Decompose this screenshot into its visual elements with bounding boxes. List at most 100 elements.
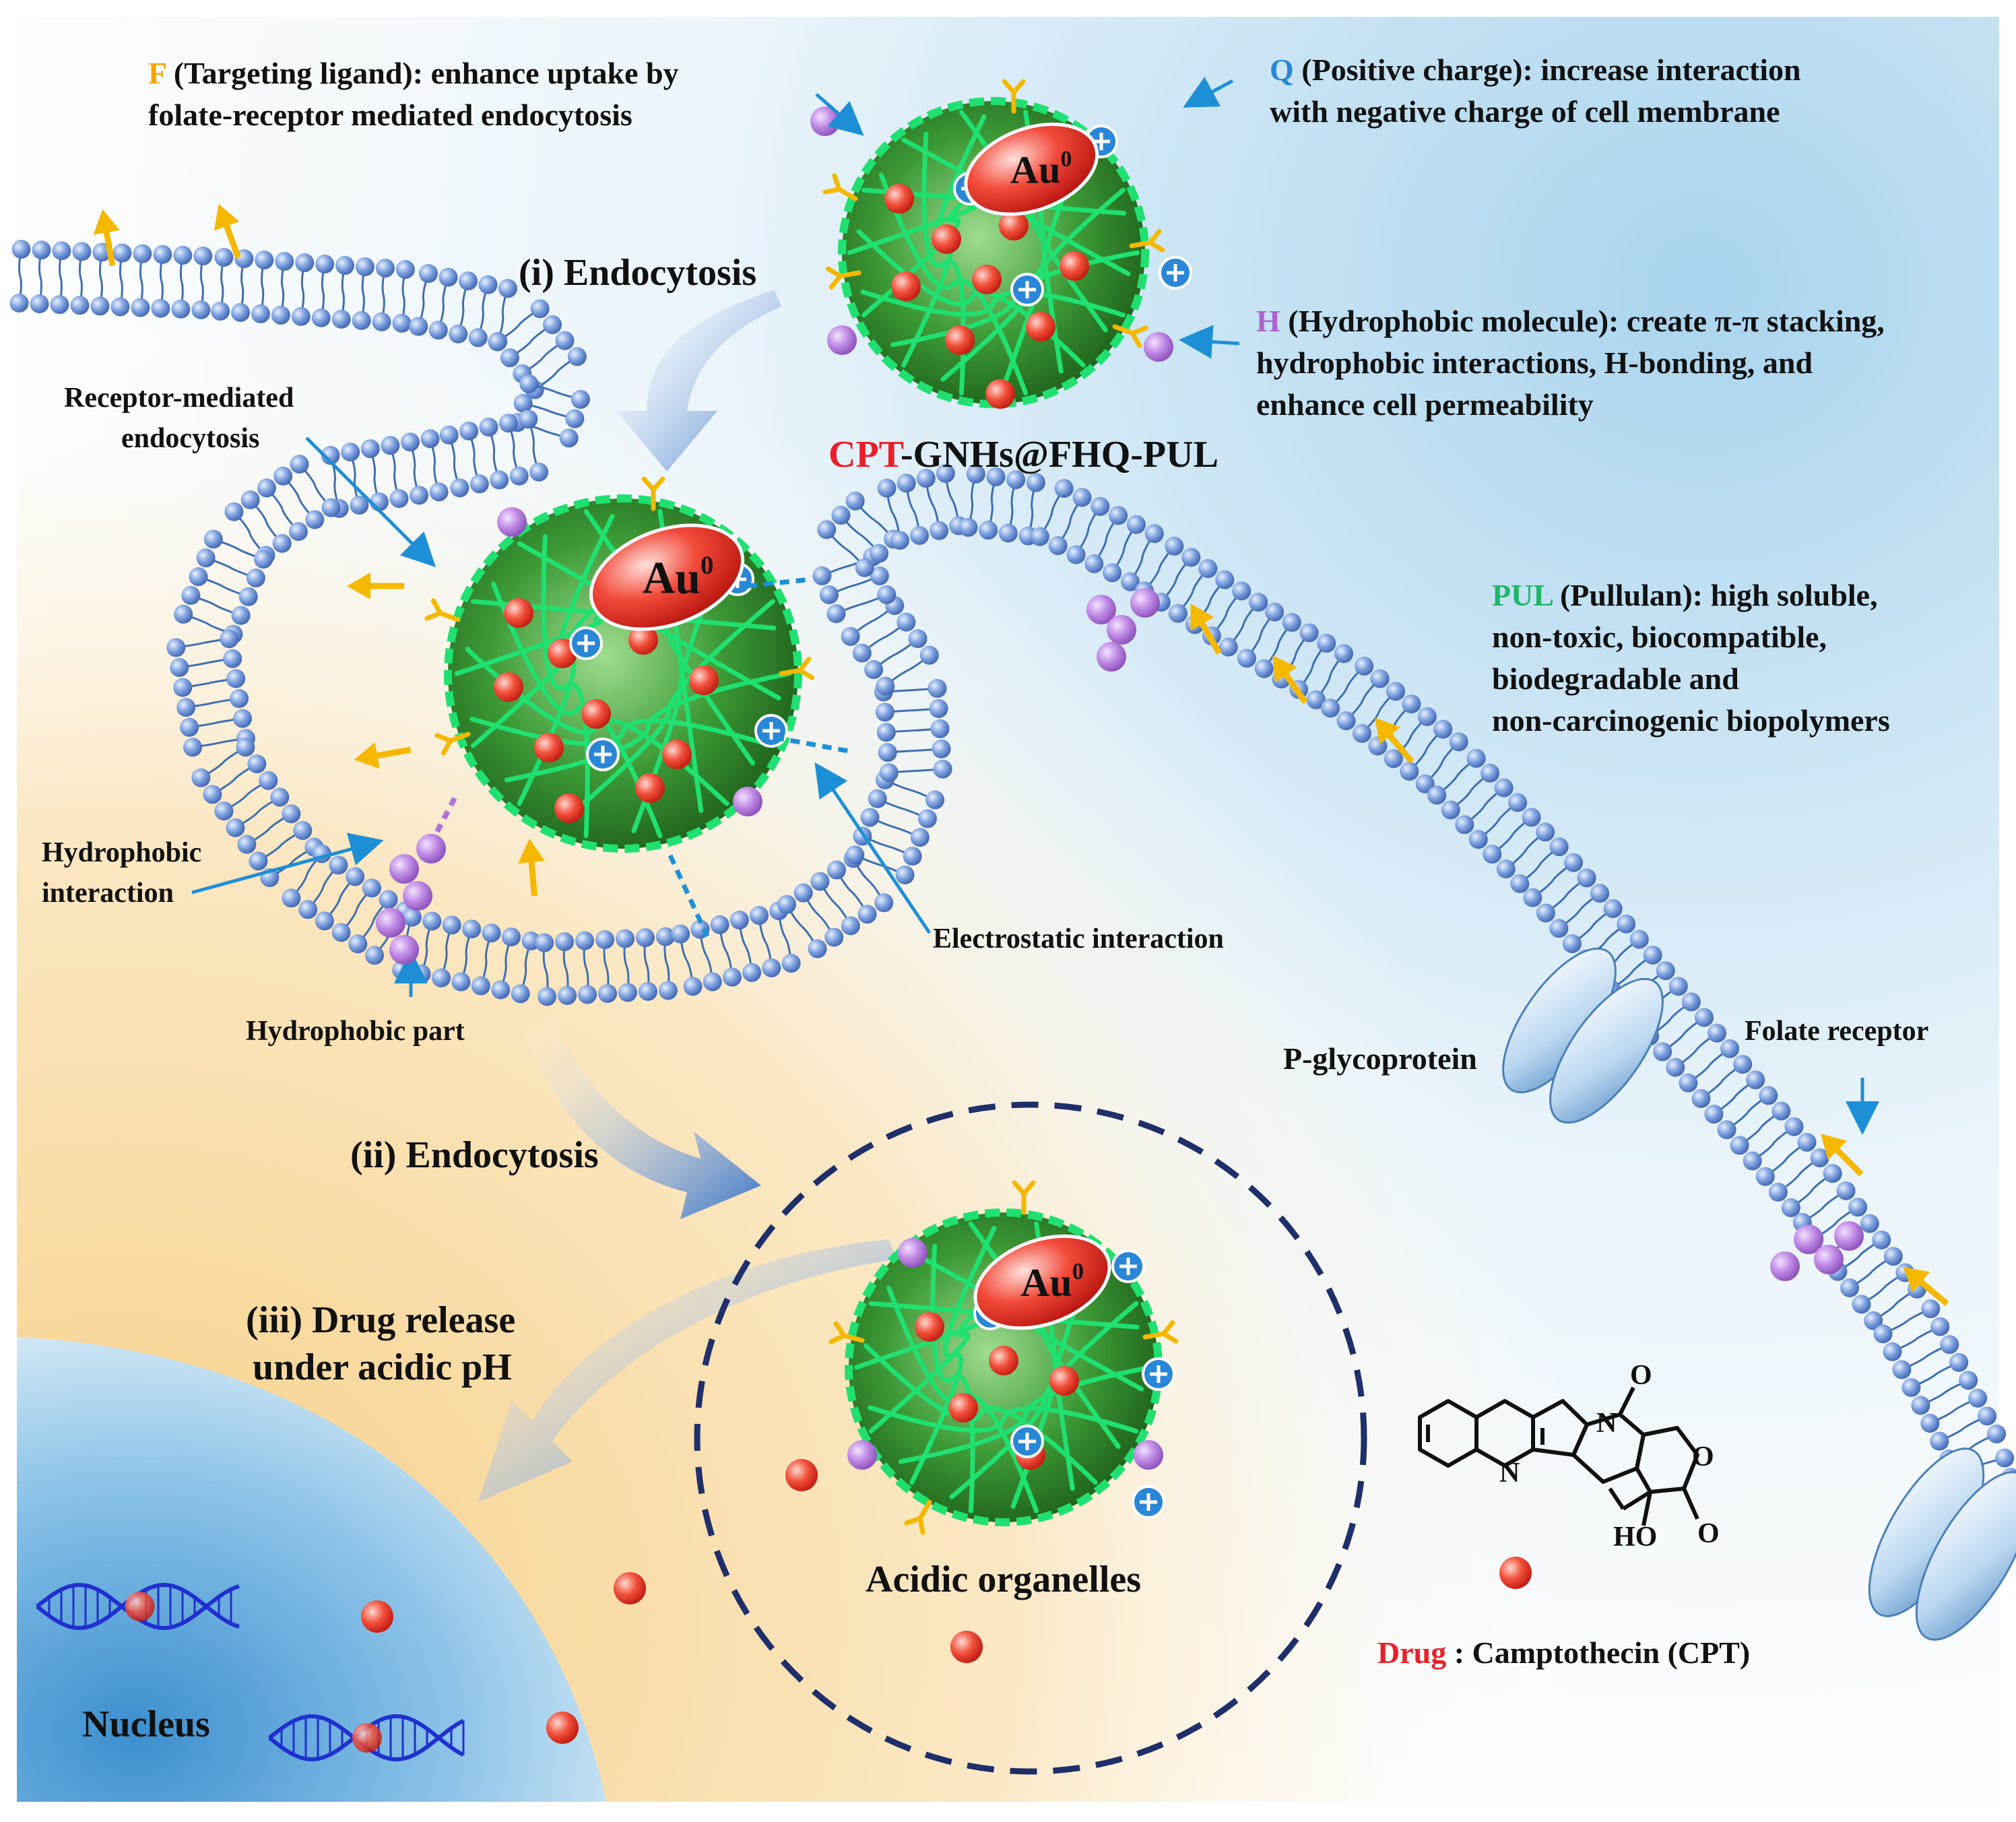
lipid-head (879, 763, 899, 783)
lipid-head (203, 785, 222, 804)
lipid-head (824, 928, 844, 947)
lipid-head (928, 679, 947, 698)
lipid-head (671, 924, 690, 944)
lipid-head (1282, 613, 1301, 632)
lipid-head (240, 490, 260, 510)
lipid-head (498, 414, 518, 433)
lipid-head (1577, 868, 1596, 888)
lipid-head (459, 421, 479, 441)
lipid-head (860, 808, 880, 827)
lipid-head (381, 436, 400, 455)
lipid-head (1694, 1008, 1714, 1027)
lipid-head (1771, 1101, 1791, 1121)
lipid-head (635, 928, 655, 948)
step1-label: (i) Endocytosis (519, 252, 757, 294)
hydrophobic-molecule-icon (389, 935, 419, 965)
hydrophobic-molecule-icon (389, 854, 419, 884)
lipid-head (1249, 593, 1268, 612)
lipid-head (875, 703, 895, 722)
lipid-head (255, 251, 274, 270)
lipid-head (293, 820, 313, 840)
lipid-head (1864, 1311, 1883, 1330)
gold-core-icon (973, 1234, 1111, 1330)
lipid-head (203, 529, 223, 549)
lipid-head (432, 968, 451, 987)
lipid-head (1510, 874, 1530, 893)
drug-molecule-icon (534, 733, 564, 762)
lipid-head (1681, 992, 1701, 1012)
drug-molecule-icon (504, 598, 533, 628)
lipid-head (1836, 1181, 1856, 1200)
lipid-head (1030, 527, 1049, 546)
lipid-head (191, 300, 211, 319)
lipid-head (1987, 1424, 2007, 1443)
lipid-head (478, 275, 498, 294)
lipid-head (458, 271, 478, 291)
lipid-head (1165, 536, 1184, 556)
lipid-head (1704, 1105, 1724, 1124)
lipid-head (282, 804, 301, 824)
lipid-head (490, 470, 509, 490)
lipid-head (529, 462, 549, 482)
lipid-head (468, 328, 488, 348)
folate-receptor-label: Folate receptor (1745, 1016, 1929, 1047)
lipid-head (30, 294, 49, 314)
targeting-ligand-icon (424, 598, 461, 622)
lipid-head (372, 312, 391, 331)
lipid-head (1797, 1132, 1817, 1152)
receptor-mediated-label-line2: endocytosis (121, 423, 260, 454)
lipid-head (362, 878, 381, 898)
gold-core-icon (589, 523, 745, 631)
chem-n-label-2: N (1596, 1408, 1617, 1439)
lipid-head (876, 723, 896, 742)
lipid-head (364, 946, 384, 965)
drug-molecule-icon (891, 271, 921, 301)
lipid-head (812, 566, 832, 585)
lipid-head (315, 911, 334, 931)
lipid-head (275, 252, 294, 271)
lipid-head (683, 977, 703, 996)
lipid-head (1860, 1214, 1879, 1233)
lipid-head (890, 531, 909, 550)
hydrophobic-molecule-icon (1086, 595, 1116, 624)
lipid-head (1768, 1182, 1788, 1202)
lipid-head (246, 568, 265, 588)
lipid-head (1417, 707, 1437, 726)
lipid-head (1668, 977, 1688, 996)
lipid-head (1054, 479, 1074, 498)
lipid-head (933, 759, 952, 779)
lipid-head (174, 604, 193, 624)
lipid-head (855, 558, 874, 577)
lipid-head (451, 972, 471, 991)
folate-receptor-icon (214, 203, 241, 259)
lipid-head (450, 478, 469, 498)
lipid-head (1126, 515, 1146, 534)
drug-molecule-icon (1049, 1366, 1079, 1396)
lipid-head (1781, 1198, 1800, 1218)
lipid-head (173, 245, 193, 265)
lipid-head (1120, 572, 1140, 591)
lipid-head (1384, 749, 1403, 769)
free-drug-molecules (93, 203, 1949, 1744)
lipid-head (538, 987, 557, 1006)
lipid-head (180, 717, 199, 737)
hydrophobic-molecule-icon (827, 325, 857, 355)
lipid-head (1643, 945, 1662, 965)
lipid-head (658, 981, 678, 1000)
lipid-head (1455, 815, 1474, 835)
lipid-head (247, 754, 267, 774)
lipid-head (986, 467, 1006, 486)
lipid-head (1026, 473, 1045, 492)
lipid-head (1522, 808, 1541, 827)
lipid-head (876, 676, 895, 696)
nanoparticle-name: CPT-GNHs@FHQ-PUL (828, 434, 1218, 476)
acidic-organelle-boundary (694, 1101, 1367, 1775)
lipid-head (1386, 682, 1405, 701)
lipid-head (729, 910, 749, 930)
lipid-head (638, 981, 657, 1001)
folate-receptor-icon (518, 839, 546, 897)
lipid-head (1306, 690, 1326, 709)
lipid-head (1679, 1073, 1698, 1093)
lipid-head (1564, 853, 1584, 872)
hydrophobic-molecule-icon (1134, 1440, 1163, 1470)
